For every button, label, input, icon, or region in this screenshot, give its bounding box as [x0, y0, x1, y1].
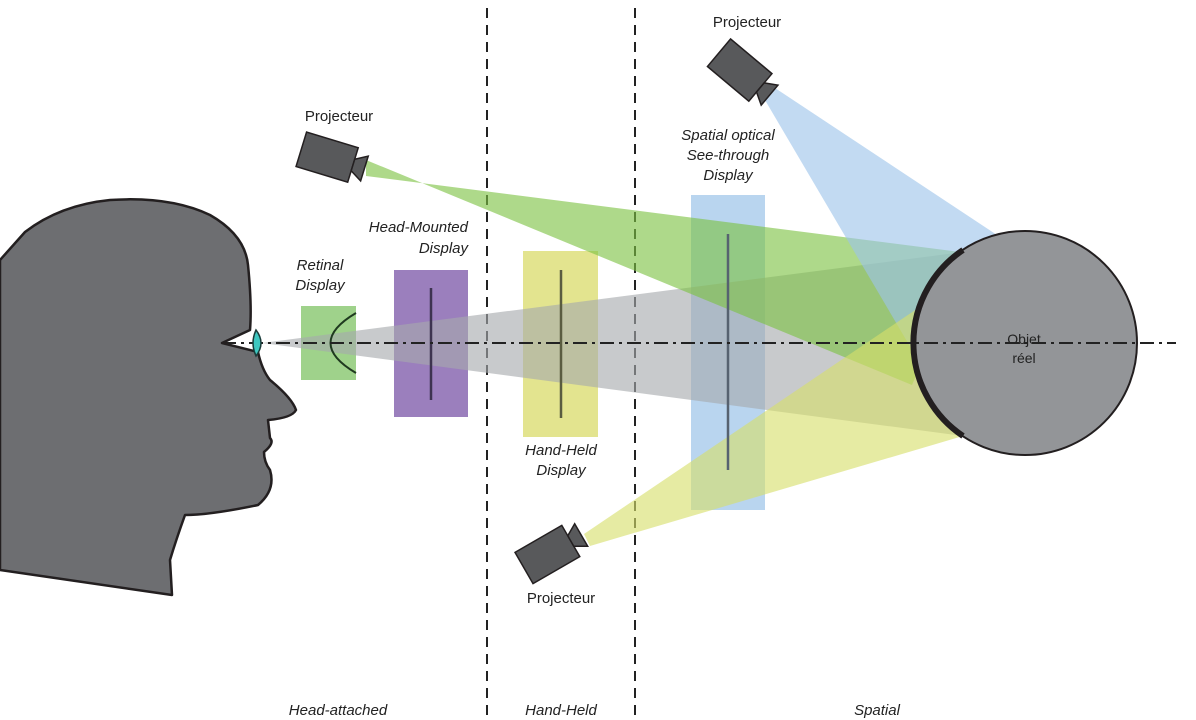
bottom-projector-beam — [584, 300, 963, 546]
projector-left — [295, 131, 370, 184]
hmd-label-line1: Head-Mounted — [369, 219, 469, 236]
object-label-line1: Objet — [1007, 331, 1041, 347]
left-projector-beam — [366, 160, 968, 385]
projector-top-lens — [755, 82, 780, 107]
projector-bottom-lens — [566, 522, 589, 548]
real-object-illuminated-arc — [910, 247, 965, 439]
object-label-line2: réel — [1012, 350, 1035, 366]
spatial-optical-label-line2: See-through — [687, 147, 770, 164]
projector-left-body — [295, 131, 360, 184]
zone-label-spatial: Spatial — [854, 702, 901, 719]
retinal-label-line1: Retinal — [297, 257, 344, 274]
projector-top — [706, 37, 780, 107]
spatial-optical-label-line1: Spatial optical — [681, 127, 775, 144]
projector-top-label: Projecteur — [713, 14, 781, 31]
zone-label-head-attached: Head-attached — [289, 702, 388, 719]
hmd-label-line2: Display — [419, 240, 470, 257]
spatial-optical-label-line3: Display — [703, 167, 754, 184]
handheld-label-line2: Display — [536, 462, 587, 479]
projector-bottom — [513, 522, 589, 585]
retinal-label-line2: Display — [295, 277, 346, 294]
handheld-label-line1: Hand-Held — [525, 442, 597, 459]
projector-left-label: Projecteur — [305, 108, 373, 125]
eye — [252, 328, 262, 358]
zone-label-hand-held: Hand-Held — [525, 702, 597, 719]
projector-bottom-label: Projecteur — [527, 590, 595, 607]
projector-left-lens — [350, 155, 370, 183]
head-silhouette — [0, 198, 298, 597]
